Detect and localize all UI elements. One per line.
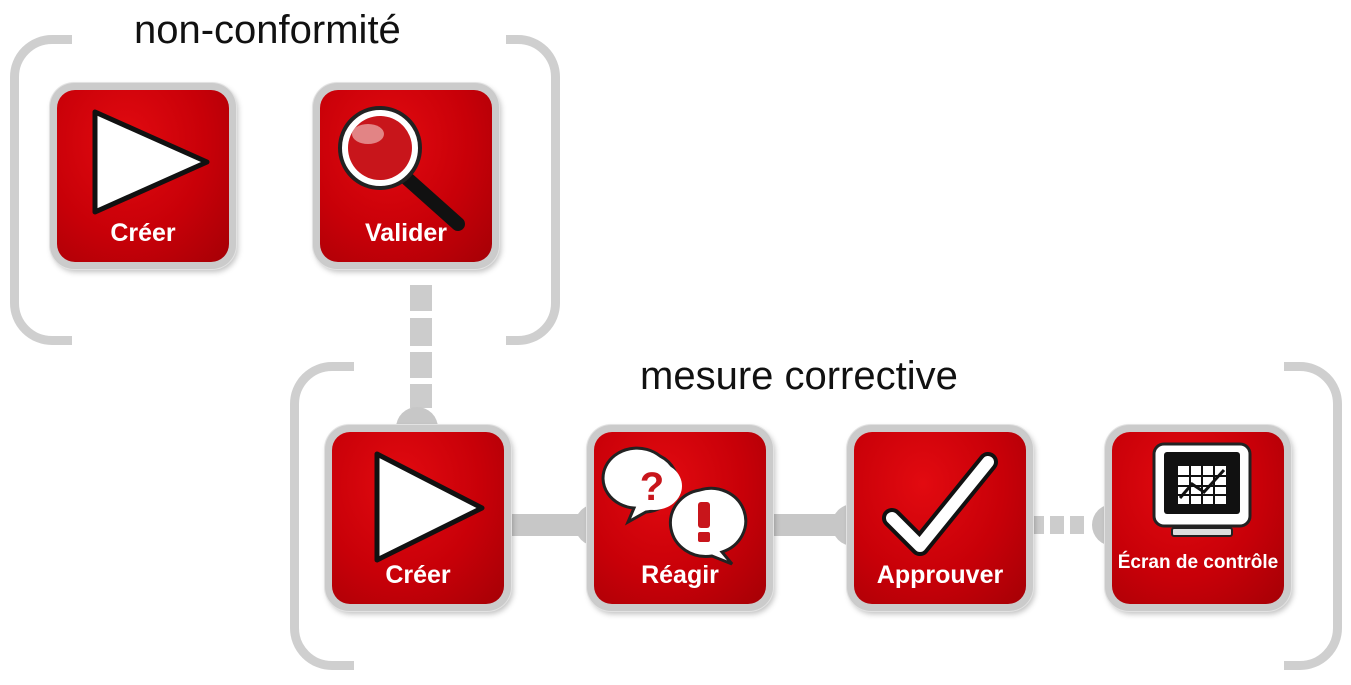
- ca-monitor-tile[interactable]: Écran de contrôle: [1105, 425, 1291, 611]
- corrective-title: mesure corrective: [640, 354, 958, 398]
- magnifier-icon: [338, 106, 465, 231]
- ca-react-tile[interactable]: ? Réagir: [587, 425, 773, 611]
- play-icon: [92, 109, 210, 215]
- nc-validate-label: Valider: [365, 219, 447, 247]
- nonconformity-title: non-conformité: [134, 8, 401, 52]
- nc-validate-tile[interactable]: Valider: [313, 83, 499, 269]
- play-icon: [374, 451, 485, 563]
- monitor-chart-icon: [1152, 442, 1252, 537]
- svg-text:?: ?: [640, 465, 664, 509]
- ca-approve-tile[interactable]: Approuver: [847, 425, 1033, 611]
- ca-create-label: Créer: [385, 561, 451, 589]
- ca-create-tile[interactable]: Créer: [325, 425, 511, 611]
- checkmark-icon: [882, 452, 998, 556]
- ca-monitor-label: Écran de contrôle: [1117, 552, 1279, 573]
- nc-create-tile[interactable]: Créer: [50, 83, 236, 269]
- ca-approve-label: Approuver: [876, 561, 1004, 589]
- nc-create-label: Créer: [110, 219, 176, 247]
- ca-react-label: Réagir: [641, 561, 719, 589]
- speech-bubbles-icon: ?: [601, 446, 748, 566]
